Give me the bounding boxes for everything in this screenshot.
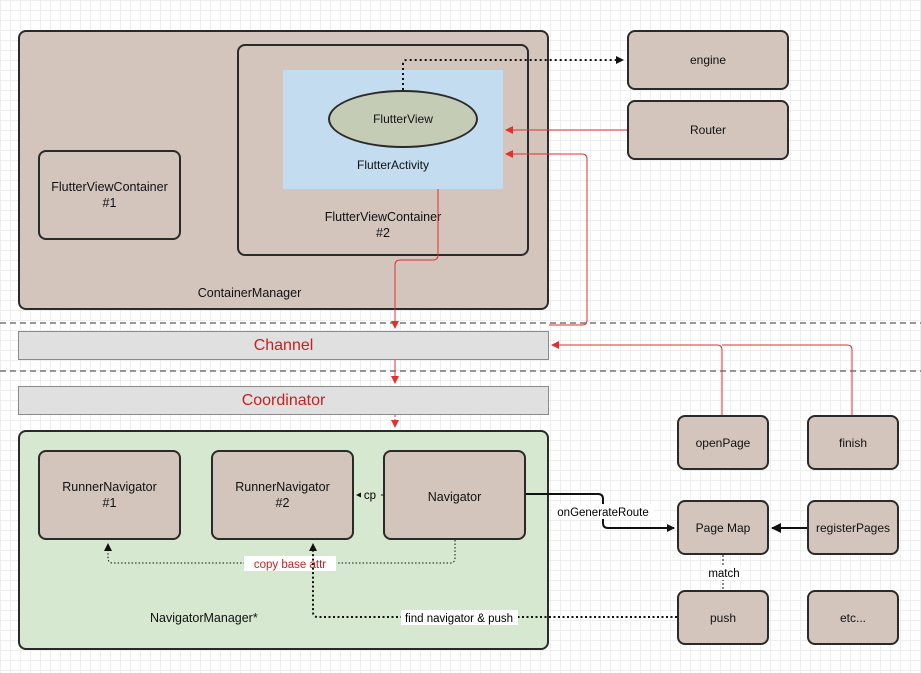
etc-box[interactable]: etc... [807, 590, 899, 645]
navigator-manager-label: NavigatorManager* [150, 611, 258, 625]
engine-box[interactable]: engine [627, 30, 789, 90]
router-label: Router [689, 123, 727, 137]
finish-box[interactable]: finish [807, 415, 899, 470]
coordinator-band: Coordinator [18, 386, 549, 415]
coordinator-label: Coordinator [241, 391, 326, 409]
container-channel-edge [391, 189, 439, 329]
channel-activity-edge [505, 150, 588, 326]
etc-label: etc... [839, 610, 866, 625]
flutter-view-container-1-label: FlutterViewContainer #1 [51, 180, 168, 210]
ongenerateroute-label: onGenerateRoute [557, 507, 648, 519]
push-box[interactable]: push [677, 590, 769, 645]
register-pages-box[interactable]: registerPages [807, 500, 899, 555]
finish-channel-edge [722, 344, 853, 415]
flutter-view-container-2-label: FlutterViewContainer #2 [324, 210, 442, 240]
flutter-view-container-1[interactable]: FlutterViewContainer #1 [38, 150, 181, 240]
runner-navigator-2-label: RunnerNavigator #2 [235, 480, 330, 510]
engine-label: engine [689, 53, 727, 67]
flutter-activity-label: FlutterActivity [356, 158, 429, 172]
page-map-label: Page Map [695, 520, 751, 535]
find-navigator-push-edge [309, 543, 677, 618]
flutter-view-label: FlutterView [373, 112, 433, 126]
navigator-box[interactable]: Navigator [383, 450, 526, 540]
channel-label: Channel [253, 336, 314, 354]
open-page-label: openPage [695, 435, 751, 450]
channel-band: Channel [18, 331, 549, 360]
push-label: push [709, 610, 737, 625]
openpage-channel-edge [551, 341, 723, 415]
flutter-view[interactable]: FlutterView [328, 90, 478, 148]
copy-base-attr-label: copy base attr [254, 559, 326, 571]
router-box[interactable]: Router [627, 100, 789, 160]
cp-label: cp [364, 490, 376, 502]
open-page-box[interactable]: openPage [677, 415, 769, 470]
match-label: match [708, 568, 739, 580]
container-manager-label: ContainerManager [197, 286, 302, 300]
runner-navigator-2[interactable]: RunnerNavigator #2 [211, 450, 354, 540]
register-pages-label: registerPages [815, 520, 891, 535]
finish-label: finish [838, 435, 867, 450]
navigator-label: Navigator [427, 490, 482, 504]
flutterview-engine-edge [402, 56, 624, 90]
runner-navigator-1-label: RunnerNavigator #1 [62, 480, 157, 510]
runner-navigator-1[interactable]: RunnerNavigator #1 [38, 450, 181, 540]
page-map-box[interactable]: Page Map [677, 500, 769, 555]
find-navigator-push-label: find navigator & push [405, 613, 513, 625]
